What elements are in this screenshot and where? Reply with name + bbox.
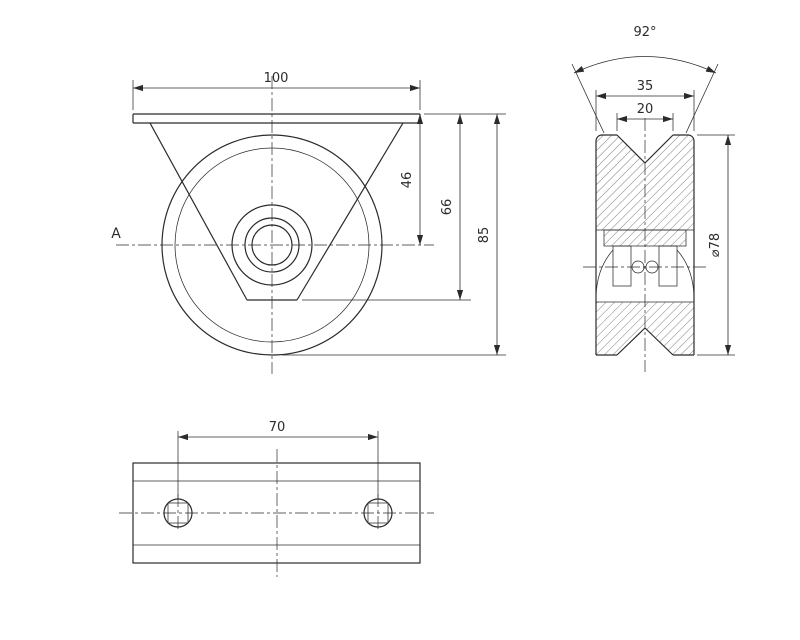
front-view: A 100 46 66 85	[111, 71, 506, 374]
dim-bracket-height-66: 66	[302, 114, 471, 301]
side-section-view: 92° 35 20 ⌀78	[571, 25, 735, 372]
dim-wheel-diameter-78: ⌀78	[697, 134, 735, 356]
dim-axle-offset-46-label: 46	[400, 172, 415, 189]
bearing-race-right	[658, 245, 678, 287]
section-hatch-upper	[596, 135, 694, 230]
dim-groove-width-20: 20	[616, 102, 674, 131]
dim-total-height-85-label: 85	[477, 227, 492, 244]
mounting-hole-left	[163, 494, 193, 532]
mounting-hole-right	[363, 494, 393, 532]
dim-wheel-diameter-78-label: ⌀78	[708, 233, 723, 257]
section-label-a: A	[111, 226, 121, 242]
bearing-race-left	[612, 245, 632, 287]
dim-groove-width-20-label: 20	[637, 102, 654, 117]
dim-bracket-height-66-label: 66	[440, 199, 455, 216]
dim-width-100-label: 100	[264, 71, 289, 86]
dim-groove-angle-92-label: 92°	[633, 25, 656, 40]
dust-cap-left	[595, 249, 614, 297]
dim-overall-width-35-label: 35	[637, 79, 654, 94]
dim-hole-spacing-70: 70	[177, 420, 379, 499]
dim-width-100: 100	[132, 71, 421, 110]
dim-axle-offset-46: 46	[400, 114, 424, 245]
dim-overall-width-35: 35	[595, 79, 695, 131]
section-hatch-lower	[596, 302, 694, 355]
plate-outline	[132, 462, 421, 564]
dim-groove-angle-92: 92°	[571, 25, 719, 134]
plate-bottom-view: 70	[119, 420, 434, 577]
dust-cap-right	[676, 249, 695, 297]
bracket-outline	[132, 113, 421, 301]
dim-total-height-85: 85	[282, 114, 506, 356]
dim-hole-spacing-70-label: 70	[269, 420, 286, 435]
